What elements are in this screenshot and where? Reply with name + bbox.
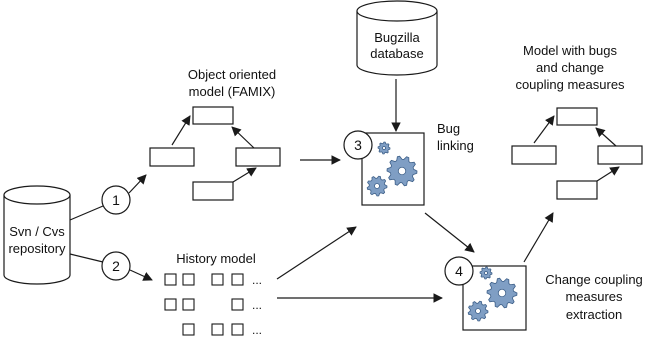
repository-label-line1: Svn / Cvs [9, 224, 65, 239]
history-model-title: History model [176, 251, 256, 266]
database-label-line2: database [370, 46, 424, 61]
famix-model-graph [149, 106, 281, 201]
svg-text:2: 2 [112, 258, 120, 274]
svg-text:1: 1 [112, 192, 120, 208]
step-3-circle: 3 [343, 130, 373, 160]
connector-repo-step2 [69, 253, 104, 263]
database-label-line1: Bugzilla [374, 30, 420, 45]
svg-text:3: 3 [354, 137, 362, 153]
history-model-grid [164, 273, 244, 336]
repository-label-line2: repository [8, 241, 66, 256]
result-title-line2: and change [536, 60, 604, 75]
svg-text:4: 4 [455, 263, 463, 279]
famix-class-box [192, 106, 234, 125]
extraction-label-line2: measures [565, 289, 623, 304]
connector-repo-step1 [69, 205, 104, 221]
result-class-box [556, 180, 598, 200]
arrow-bug-linking-to-extraction [424, 212, 475, 253]
famix-title-line2: model (FAMIX) [189, 84, 276, 99]
arrow-step2-to-history [129, 269, 153, 281]
famix-class-box [235, 147, 281, 167]
step-4-circle: 4 [444, 256, 474, 286]
history-ellipsis: ... [252, 323, 262, 337]
repository-cylinder: Svn / Cvs repository [3, 185, 71, 285]
step-1-circle: 1 [101, 185, 131, 215]
bug-linking-label-line2: linking [437, 138, 474, 153]
result-model-graph [511, 107, 643, 200]
gear-icon [366, 141, 418, 197]
result-class-box [511, 145, 557, 165]
step-2-circle: 2 [101, 251, 131, 281]
bugzilla-database-cylinder: Bugzilla database [356, 0, 438, 76]
extraction-label-line3: extraction [566, 307, 622, 322]
history-ellipsis: ... [252, 273, 262, 287]
bug-linking-label-line1: Bug [437, 121, 460, 136]
famix-class-box [192, 181, 234, 201]
history-ellipsis: ... [252, 298, 262, 312]
result-class-box [556, 107, 598, 126]
result-title-line3: coupling measures [515, 77, 625, 92]
result-class-box [597, 145, 643, 165]
gear-icon [467, 266, 518, 322]
extraction-label-line1: Change coupling [545, 272, 643, 287]
famix-title-line1: Object oriented [188, 67, 276, 82]
arrow-history-to-bug-linking [276, 226, 357, 280]
arrow-step1-to-famix [128, 174, 147, 194]
result-title-line1: Model with bugs [523, 43, 617, 58]
famix-class-box [149, 147, 195, 167]
arrow-extraction-to-result [523, 212, 554, 263]
